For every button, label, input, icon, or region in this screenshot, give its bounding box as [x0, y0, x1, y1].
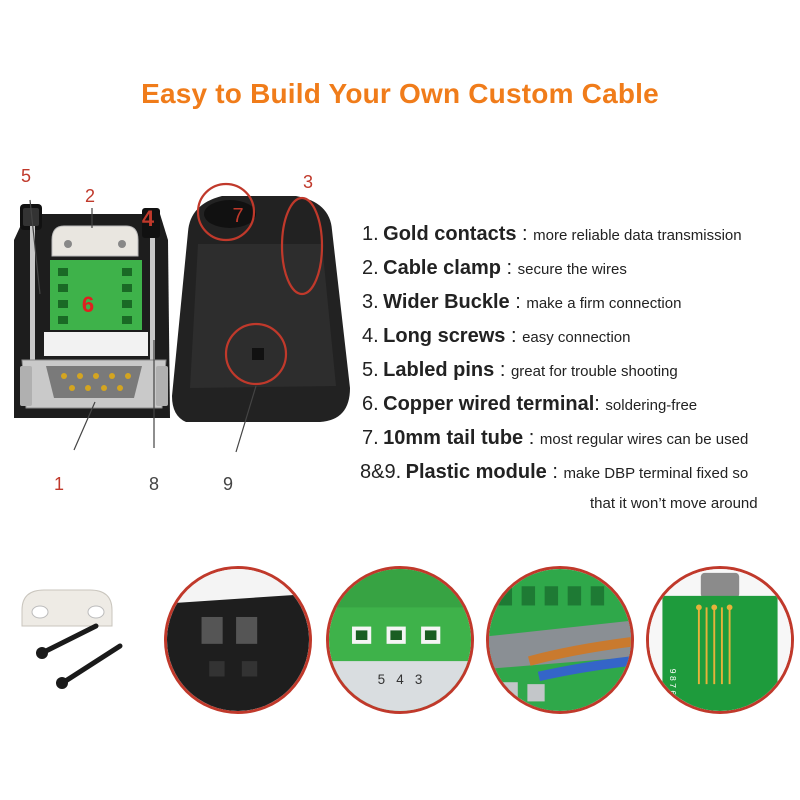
callout-4: 4 — [142, 206, 155, 231]
page-title: Easy to Build Your Own Custom Cable — [141, 78, 659, 109]
feature-item: 8&9. Plastic module : make DBP terminal … — [360, 461, 749, 483]
feature-continuation: that it won’t move around — [590, 495, 758, 512]
feature-item: 4. Long screws : easy connection — [362, 325, 631, 347]
feature-item: 7. 10mm tail tube : most regular wires c… — [362, 427, 749, 449]
detail-circle-pcb: 9 8 7 6 — [646, 566, 794, 714]
detail-circle-wires — [486, 566, 634, 714]
terminal-number-labels: 5 4 3 — [378, 672, 423, 687]
callout-1: 1 — [54, 474, 64, 494]
feature-item: 3. Wider Buckle : make a firm connection — [362, 291, 682, 313]
callout-7: 7 — [232, 205, 243, 227]
detail-circle-terminal: 5 4 3 — [326, 566, 474, 714]
feature-item: 1. Gold contacts : more reliable data tr… — [362, 223, 742, 245]
callout-9: 9 — [223, 474, 233, 494]
feature-item: 6. Copper wired terminal: soldering-free — [362, 393, 698, 415]
callout-5: 5 — [21, 166, 31, 186]
callout-6: 6 — [82, 292, 94, 317]
feature-item: 5. Labled pins : great for trouble shoot… — [362, 359, 678, 381]
connector-product-illustration: 1 2 3 4 5 6 7 8 9 — [14, 166, 350, 494]
callout-8: 8 — [149, 474, 159, 494]
callout-2: 2 — [85, 186, 95, 206]
clamp-and-screws-image — [21, 589, 123, 689]
pcb-pin-labels: 9 8 7 6 — [668, 669, 678, 696]
feature-item: 2. Cable clamp : secure the wires — [362, 257, 627, 279]
detail-circle-buckle — [164, 566, 312, 714]
callout-3: 3 — [303, 172, 313, 192]
